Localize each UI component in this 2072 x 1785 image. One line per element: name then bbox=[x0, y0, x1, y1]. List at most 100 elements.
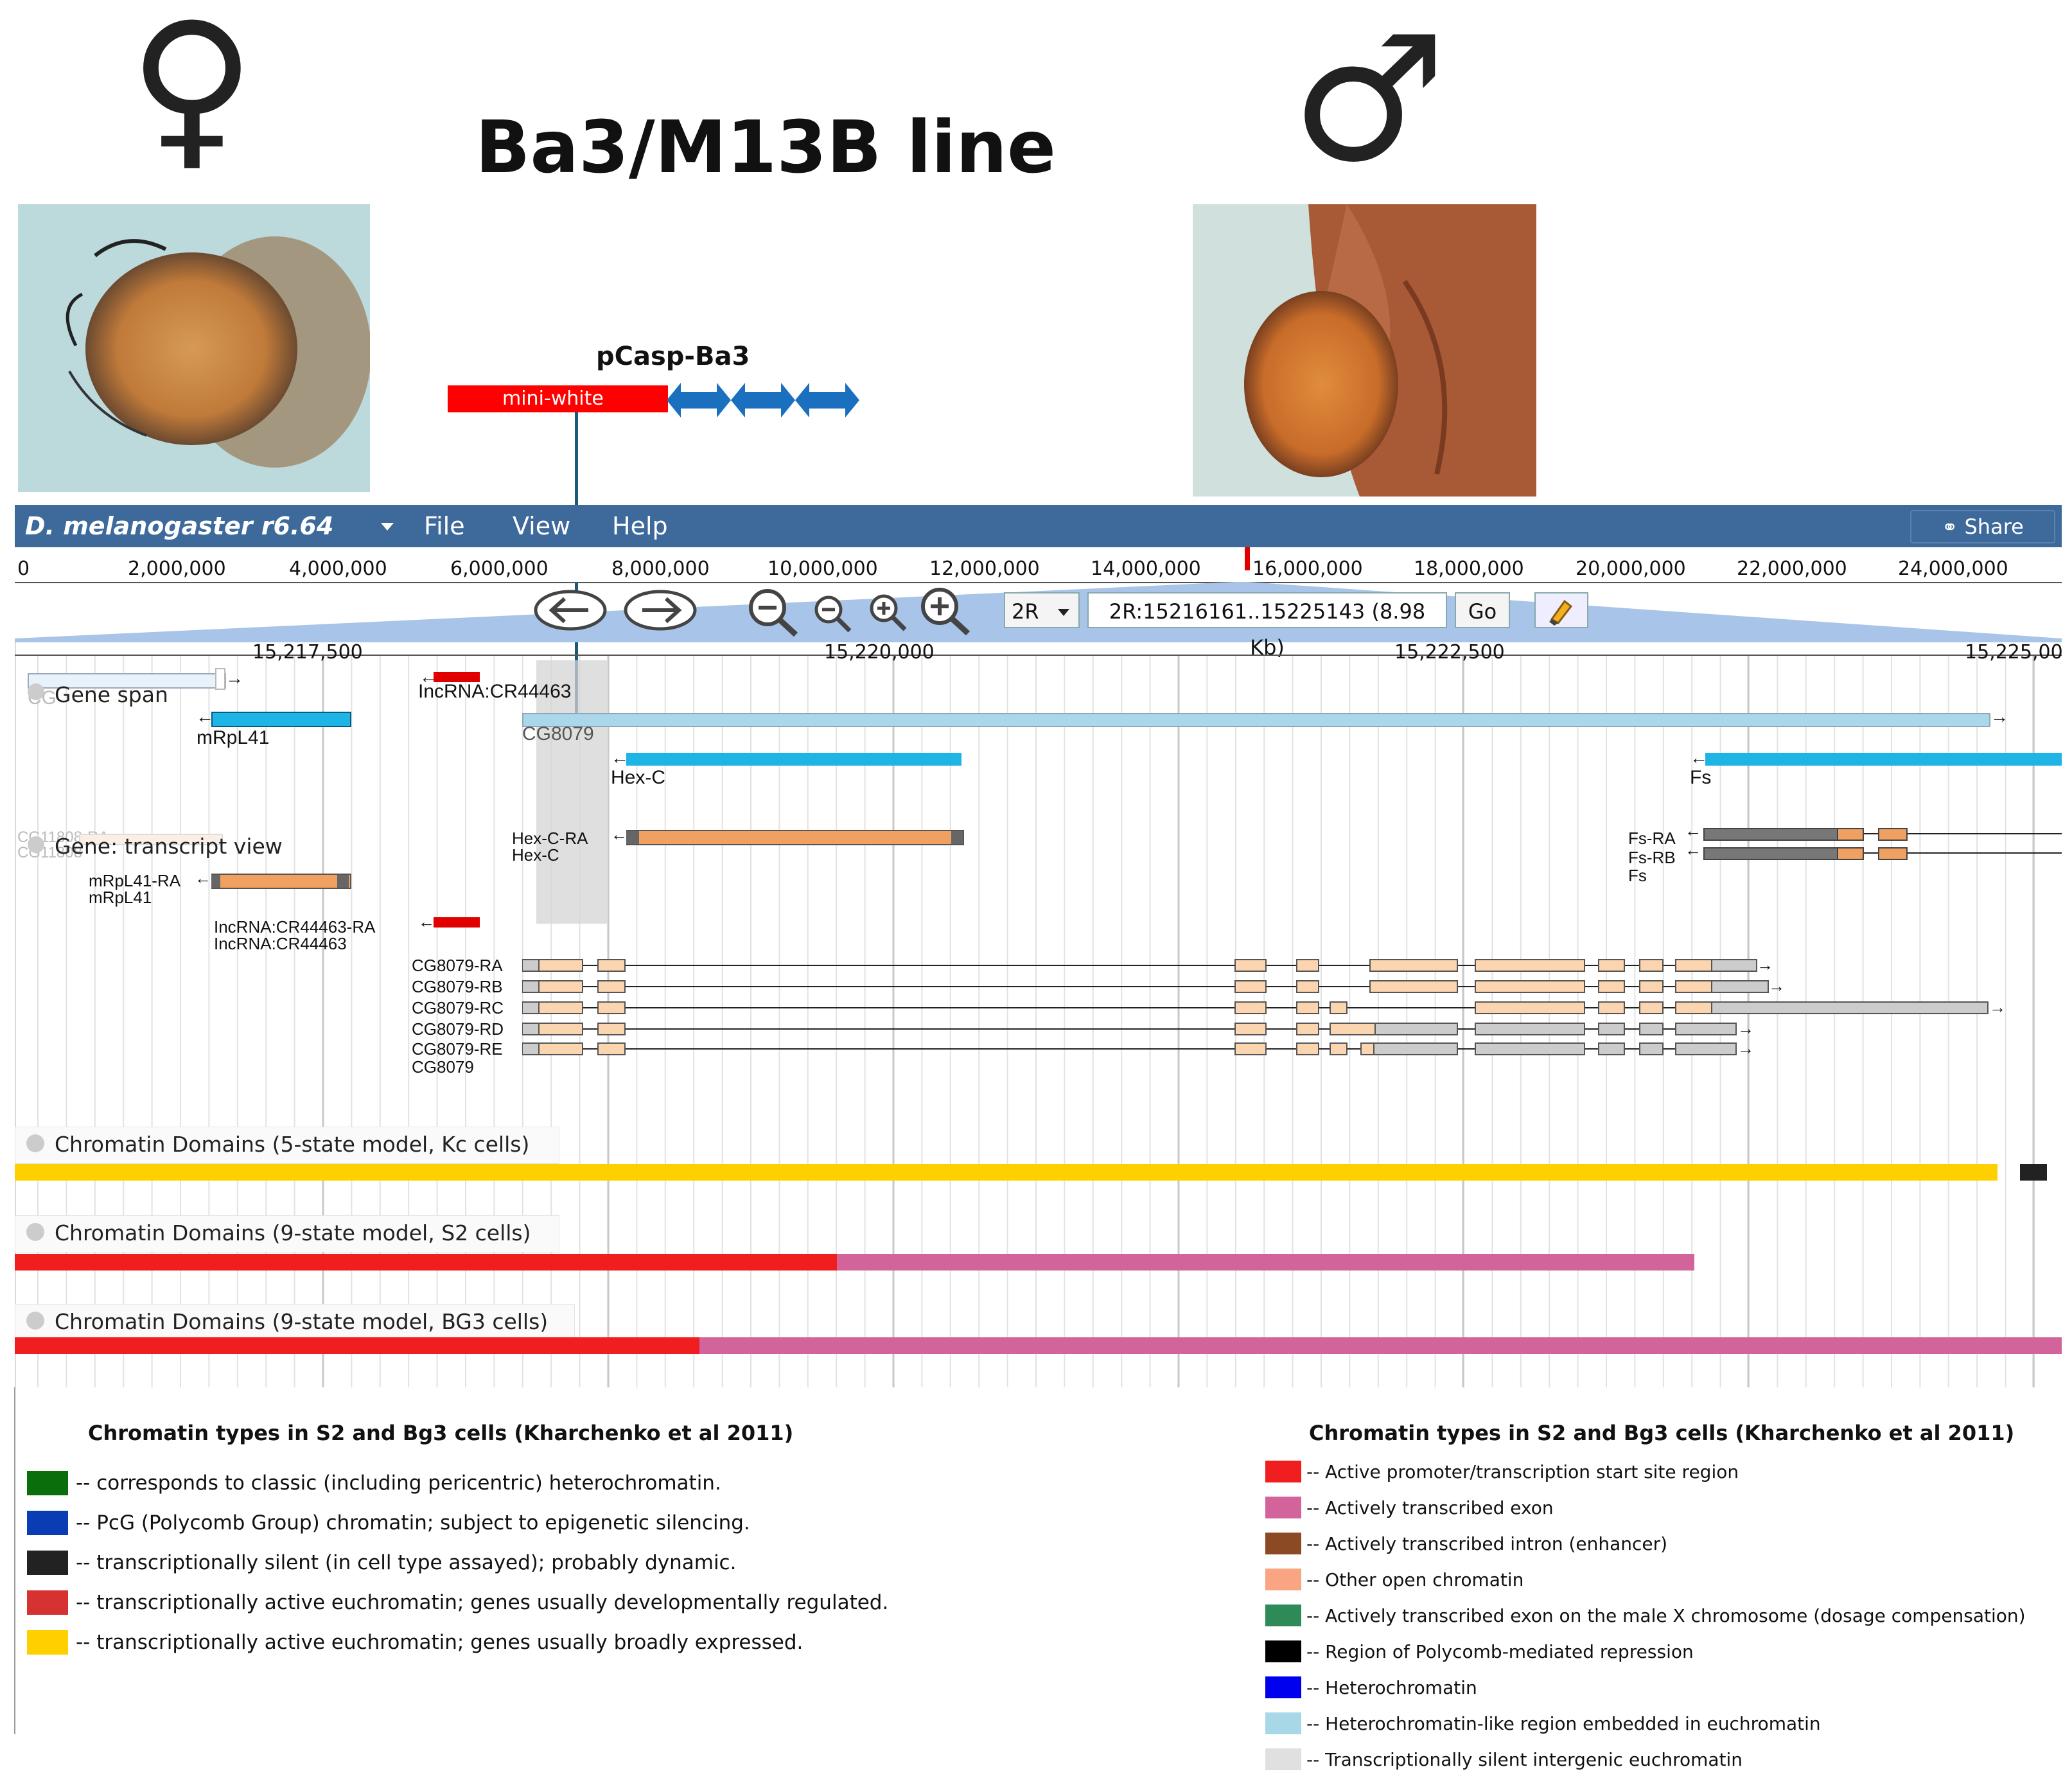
utr-block bbox=[626, 831, 639, 844]
transcript-Fs-RB-label: Fs-RB bbox=[1628, 848, 1676, 867]
overview-tick: 8,000,000 bbox=[611, 558, 710, 580]
transcript-Fs-models[interactable]: ←← bbox=[1685, 823, 2062, 868]
close-icon[interactable] bbox=[26, 1312, 44, 1330]
browser-menubar: D. melanogaster r6.64 File View Help ⚭ S… bbox=[15, 505, 2062, 547]
legend-left-item: -- transcriptionally active euchromatin;… bbox=[27, 1630, 803, 1655]
transcript-Hex-C-RA-label: Hex-C-RA bbox=[512, 829, 588, 848]
chromatin-bg3-pink-domain[interactable] bbox=[699, 1337, 2062, 1354]
overview-tick: 16,000,000 bbox=[1252, 558, 1363, 580]
location-input[interactable]: 2R:15216161..15225143 (8.98 Kb) bbox=[1087, 592, 1447, 660]
navigation-bar: 2R 2R:15216161..15225143 (8.98 Kb) Go bbox=[15, 582, 2062, 660]
overview-tick: 12,000,000 bbox=[929, 558, 1040, 580]
svg-text:→: → bbox=[1989, 998, 2006, 1017]
panel-left-border bbox=[14, 1387, 15, 1734]
overview-tick: 2,000,000 bbox=[128, 558, 226, 580]
chromatin-track-label-s2: Chromatin Domains (9-state model, S2 cel… bbox=[55, 1220, 531, 1245]
faded-gene-end bbox=[215, 668, 225, 690]
menu-view[interactable]: View bbox=[513, 512, 571, 540]
menu-help[interactable]: Help bbox=[612, 512, 668, 540]
assembly-dropdown-icon[interactable] bbox=[381, 523, 394, 531]
gene-strand-arrow: ← bbox=[1690, 748, 1708, 768]
transcript-mRpL41-RA[interactable] bbox=[211, 874, 351, 889]
svg-text:→: → bbox=[1737, 1039, 1754, 1058]
legend-right-item: -- Heterochromatin-like region embedded … bbox=[1265, 1712, 1821, 1734]
gene-CG8079-label: CG8079 bbox=[522, 723, 594, 744]
close-icon[interactable] bbox=[28, 683, 44, 700]
gene-lncRNA-bar[interactable] bbox=[434, 672, 480, 682]
female-symbol: ♀ bbox=[128, 0, 256, 188]
legend-right-title: Chromatin types in S2 and Bg3 cells (Kha… bbox=[1309, 1421, 2015, 1445]
overview-tick: 6,000,000 bbox=[450, 558, 549, 580]
chromatin-s2-pink-domain[interactable] bbox=[837, 1254, 1694, 1271]
close-icon[interactable] bbox=[26, 1134, 44, 1152]
chevron-down-icon bbox=[1058, 609, 1069, 616]
chromatin-s2-red-domain[interactable] bbox=[15, 1254, 837, 1271]
close-icon[interactable] bbox=[26, 1223, 44, 1241]
chromatin-track-header bbox=[15, 1215, 559, 1253]
gene-mRpL41-bar[interactable] bbox=[211, 712, 351, 727]
transcript-lncRNA-RA[interactable] bbox=[434, 917, 480, 928]
pan-left-button[interactable] bbox=[534, 590, 607, 631]
gene-CG8079-bar[interactable] bbox=[522, 713, 1990, 727]
gene-strand-arrow: → bbox=[225, 668, 243, 688]
svg-text:→: → bbox=[1757, 956, 1773, 974]
legend-swatch bbox=[27, 1471, 68, 1495]
gene-Fs-bar[interactable] bbox=[1705, 753, 2062, 766]
chromosome-select[interactable]: 2R bbox=[1004, 592, 1080, 628]
legend-right-item: -- Actively transcribed exon on the male… bbox=[1265, 1605, 2026, 1626]
gene-Hex-C-bar[interactable] bbox=[626, 753, 961, 766]
transcript-CG8079-models[interactable]: → → → → → bbox=[522, 956, 2019, 1065]
transcript-CG8079-RE-label: CG8079-RE bbox=[412, 1039, 503, 1059]
svg-text:→: → bbox=[1737, 1019, 1754, 1038]
legend-panel-right bbox=[1248, 1387, 2062, 1773]
zoom-in-small-icon[interactable] bbox=[866, 591, 909, 633]
legend-swatch bbox=[1265, 1497, 1301, 1518]
legend-text: -- Region of Polycomb-mediated repressio… bbox=[1306, 1640, 1694, 1662]
go-button[interactable]: Go bbox=[1455, 592, 1510, 628]
legend-right-item: -- Active promoter/transcription start s… bbox=[1265, 1461, 1739, 1482]
transcript-Hex-C-RA[interactable] bbox=[626, 830, 964, 845]
share-label: Share bbox=[1964, 514, 2024, 539]
legend-swatch bbox=[1265, 1569, 1301, 1590]
gene-strand-arrow: ← bbox=[195, 868, 211, 888]
transcript-CG8079-RB-label: CG8079-RB bbox=[412, 977, 503, 996]
gene-strand-arrow: ← bbox=[196, 707, 214, 726]
detail-tick: 15,220,000 bbox=[824, 641, 935, 664]
menu-file[interactable]: File bbox=[424, 512, 465, 540]
zoom-out-small-icon[interactable] bbox=[811, 592, 854, 635]
chromatin-track-label-bg3: Chromatin Domains (9-state model, BG3 ce… bbox=[55, 1309, 549, 1334]
legend-swatch bbox=[27, 1630, 68, 1655]
legend-swatch bbox=[1265, 1676, 1301, 1698]
chromatin-kc-yellow-domain[interactable] bbox=[15, 1164, 1997, 1181]
legend-text: -- transcriptionally silent (in cell typ… bbox=[76, 1551, 737, 1574]
overview-tick: 4,000,000 bbox=[289, 558, 387, 580]
share-button[interactable]: ⚭ Share bbox=[1910, 510, 2055, 543]
overview-tick: 22,000,000 bbox=[1737, 558, 1847, 580]
legend-right-item: -- Transcriptionally silent intergenic e… bbox=[1265, 1748, 1743, 1770]
legend-text: -- PcG (Polycomb Group) chromatin; subje… bbox=[76, 1511, 750, 1534]
overview-ruler[interactable]: 0 2,000,000 4,000,000 6,000,000 8,000,00… bbox=[15, 547, 2062, 583]
legend-swatch bbox=[1265, 1461, 1301, 1482]
legend-text: -- Actively transcribed intron (enhancer… bbox=[1306, 1533, 1668, 1554]
highlighter-icon bbox=[1549, 599, 1573, 626]
zoom-out-large-icon[interactable] bbox=[746, 586, 801, 638]
transcript-CG8079-RA-label: CG8079-RA bbox=[412, 956, 503, 975]
svg-text:←: ← bbox=[1685, 823, 1701, 840]
transcript-mRpL41-gene-label: mRpL41 bbox=[89, 888, 152, 907]
overview-tick: 10,000,000 bbox=[768, 558, 878, 580]
svg-text:←: ← bbox=[1685, 840, 1701, 859]
legend-swatch bbox=[1265, 1640, 1301, 1662]
zoom-in-large-icon[interactable] bbox=[918, 585, 973, 637]
legend-left-item: -- transcriptionally silent (in cell typ… bbox=[27, 1551, 736, 1575]
chromatin-kc-black-domain[interactable] bbox=[2020, 1164, 2047, 1181]
gene-strand-arrow: ← bbox=[611, 825, 628, 844]
transcript-Fs-gene-label: Fs bbox=[1628, 866, 1647, 885]
highlight-button[interactable] bbox=[1534, 592, 1588, 628]
pan-right-button[interactable] bbox=[624, 590, 697, 631]
current-location-marker bbox=[1245, 547, 1250, 570]
chromatin-bg3-red-domain[interactable] bbox=[15, 1337, 699, 1354]
close-icon[interactable] bbox=[28, 836, 44, 853]
transcript-CG8079-gene-label: CG8079 bbox=[412, 1057, 474, 1077]
chromatin-track-label-kc: Chromatin Domains (5-state model, Kc cel… bbox=[55, 1132, 530, 1157]
legend-swatch bbox=[27, 1551, 68, 1575]
